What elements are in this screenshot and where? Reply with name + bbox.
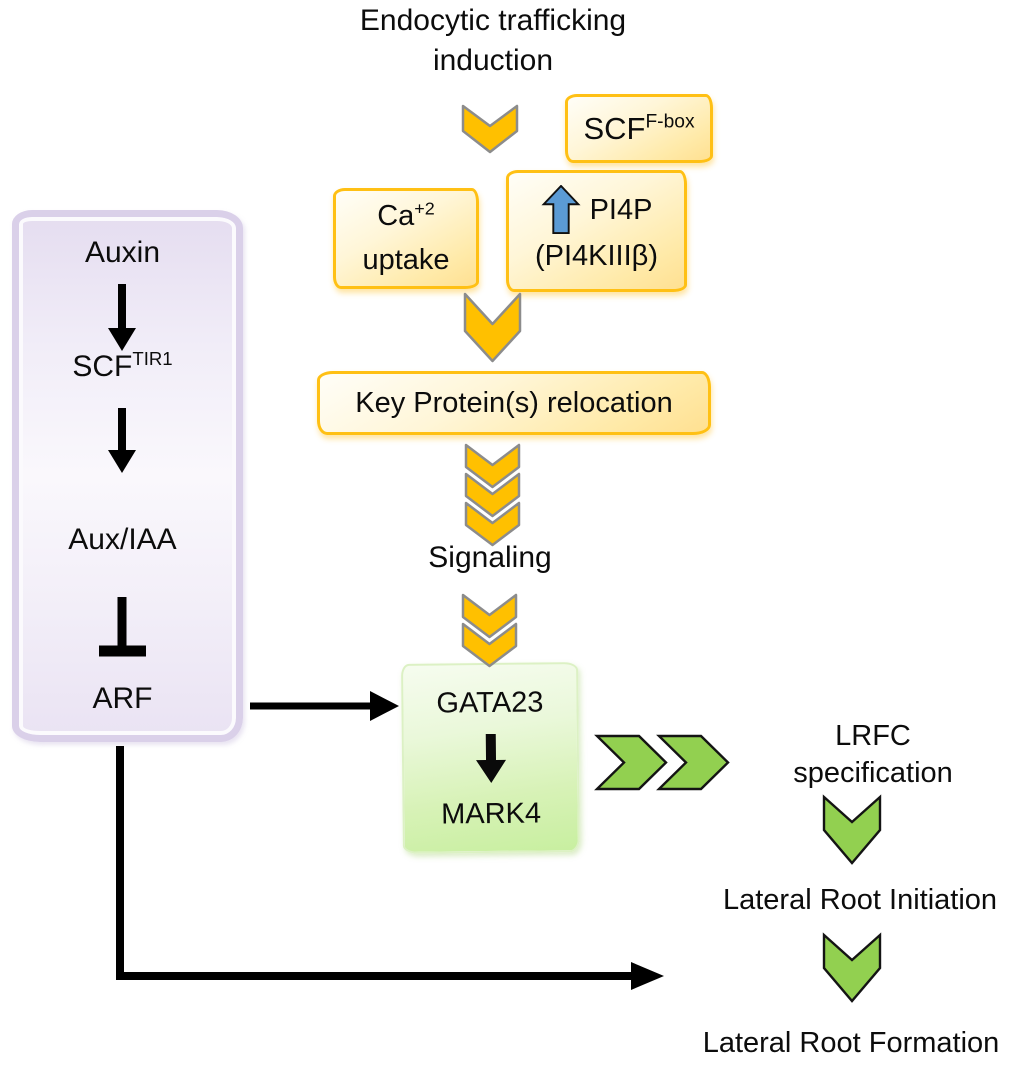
pi4p-node: PI4P (PI4KIIIβ) xyxy=(506,170,687,292)
gata23-label: GATA23 xyxy=(436,686,544,720)
auxin-module-box xyxy=(12,210,243,742)
mark4-label: MARK4 xyxy=(440,797,542,831)
ca-superscript: +2 xyxy=(414,198,435,219)
title-line1: Endocytic trafficking xyxy=(359,4,627,37)
chevron-down-gold-icon xyxy=(463,292,522,363)
pi4p-label: PI4P xyxy=(589,193,653,226)
banner-label: Key Protein(s) relocation xyxy=(355,386,673,419)
arrow-right-black-icon xyxy=(250,691,399,721)
pi4kiii-label: (PI4KIIIβ) xyxy=(534,239,659,272)
lateral-root-formation-label: Lateral Root Formation xyxy=(702,1027,1000,1059)
ca-label: Ca+2 xyxy=(377,195,435,239)
aux-iaa-label: Aux/IAA xyxy=(68,523,177,556)
ca-base: Ca xyxy=(377,200,415,232)
pi4p-line1: PI4P xyxy=(541,184,653,235)
diagram-title: Endocytic trafficking induction xyxy=(290,1,696,80)
scf-fbox-base: SCF xyxy=(583,110,646,146)
lrfc-specification-label: LRFC specification xyxy=(771,718,975,792)
auxin-label: Auxin xyxy=(84,236,161,269)
arf-label: ARF xyxy=(92,682,153,715)
scf-tir1-label: SCFTIR1 xyxy=(28,348,217,384)
title-line2: induction xyxy=(432,43,554,77)
chevron-down-green-icon xyxy=(822,794,882,865)
key-protein-relocation-banner: Key Protein(s) relocation xyxy=(317,371,711,435)
chevron-down-gold-icon xyxy=(461,593,518,639)
scf-tir1-superscript: TIR1 xyxy=(132,348,173,369)
elbow-arrow-black-icon xyxy=(116,746,664,990)
scf-tir1-base: SCF xyxy=(72,350,133,383)
chevron-right-green-icon xyxy=(594,734,668,791)
lateral-root-initiation-label: Lateral Root Initiation xyxy=(722,884,998,916)
signaling-label: Signaling xyxy=(428,541,552,574)
chevron-down-gold-icon xyxy=(464,501,521,547)
scf-fbox-node: SCFF-box xyxy=(565,94,713,163)
chevron-down-gold-icon xyxy=(464,472,521,518)
up-arrow-blue-icon xyxy=(541,184,581,235)
chevron-down-gold-icon xyxy=(461,622,518,668)
ca-uptake-word: uptake xyxy=(362,243,450,276)
scf-fbox-superscript: F-box xyxy=(645,111,695,133)
chevron-down-gold-icon xyxy=(464,443,521,489)
lrfc-line1: LRFC xyxy=(835,720,911,752)
lrfc-line2: specification xyxy=(793,757,953,790)
ca-uptake-node: Ca+2 uptake xyxy=(333,188,479,289)
chevron-down-gold-icon xyxy=(461,104,519,154)
arrow-down-black-icon xyxy=(475,733,506,783)
chevron-right-green-icon xyxy=(656,734,730,791)
gata23-mark4-node: GATA23 MARK4 xyxy=(401,662,580,854)
chevron-down-green-icon xyxy=(822,932,882,1003)
scf-fbox-label: SCFF-box xyxy=(583,111,694,147)
